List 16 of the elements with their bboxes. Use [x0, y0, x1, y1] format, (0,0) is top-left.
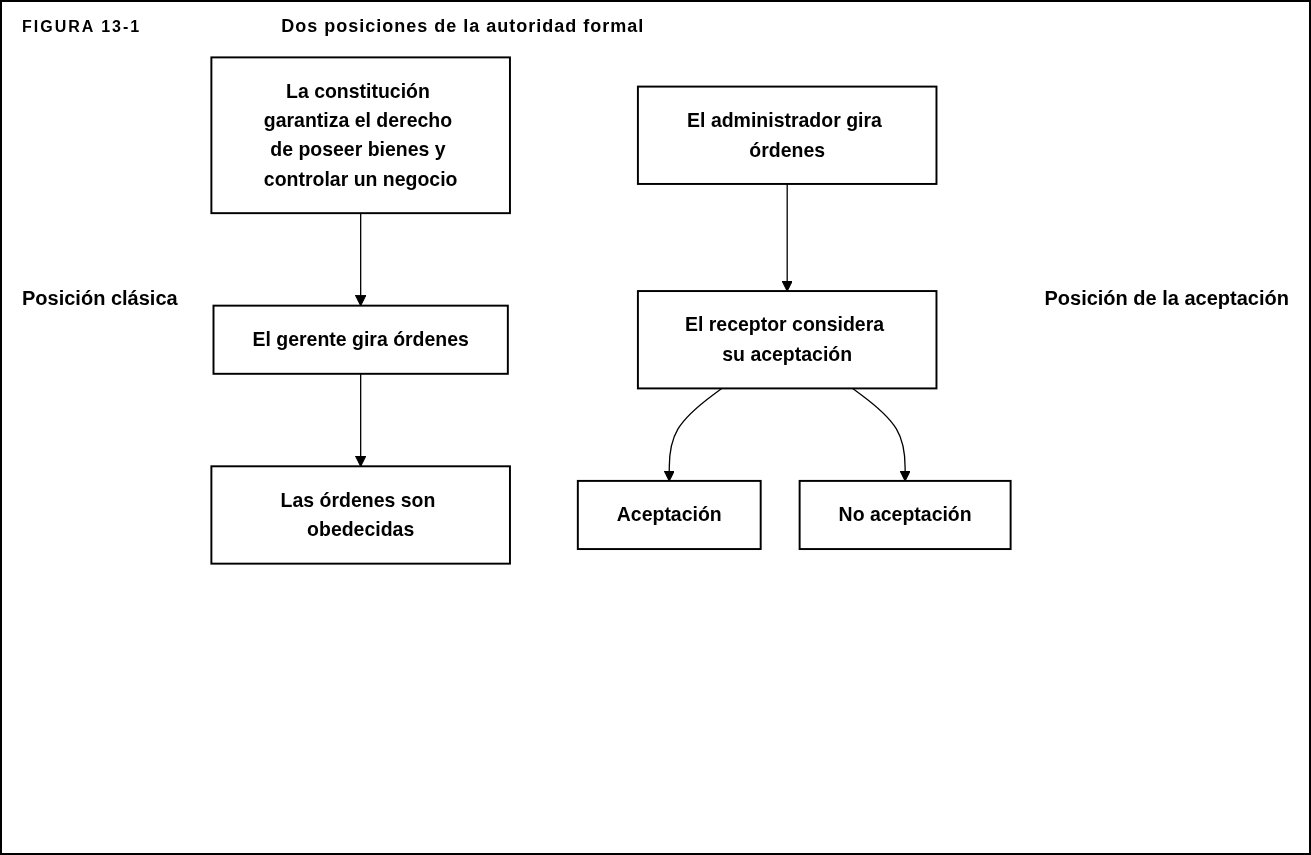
figure-title: Dos posiciones de la autoridad formal	[281, 16, 645, 37]
node-box: El administrador gira órdenes	[636, 85, 938, 185]
arrow	[781, 183, 793, 292]
node-box: El gerente gira órdenes	[212, 304, 509, 375]
column-heading: Posición de la aceptación	[1044, 287, 1289, 310]
figure-number: FIGURA 13-1	[22, 18, 142, 36]
node-box: Las órdenes son obedecidas	[210, 465, 511, 565]
column-heading: Posición clásica	[22, 287, 178, 310]
arrow	[355, 373, 367, 467]
node-box: La constitución garantiza el derecho de poseer bienes y controlar un negocio	[210, 56, 511, 215]
arrow	[852, 387, 911, 482]
arrow	[663, 387, 723, 482]
node-box: El receptor considera su aceptación	[636, 290, 938, 390]
node-box: No aceptación	[798, 479, 1012, 551]
arrow	[355, 212, 367, 307]
node-box: Aceptación	[576, 479, 762, 551]
